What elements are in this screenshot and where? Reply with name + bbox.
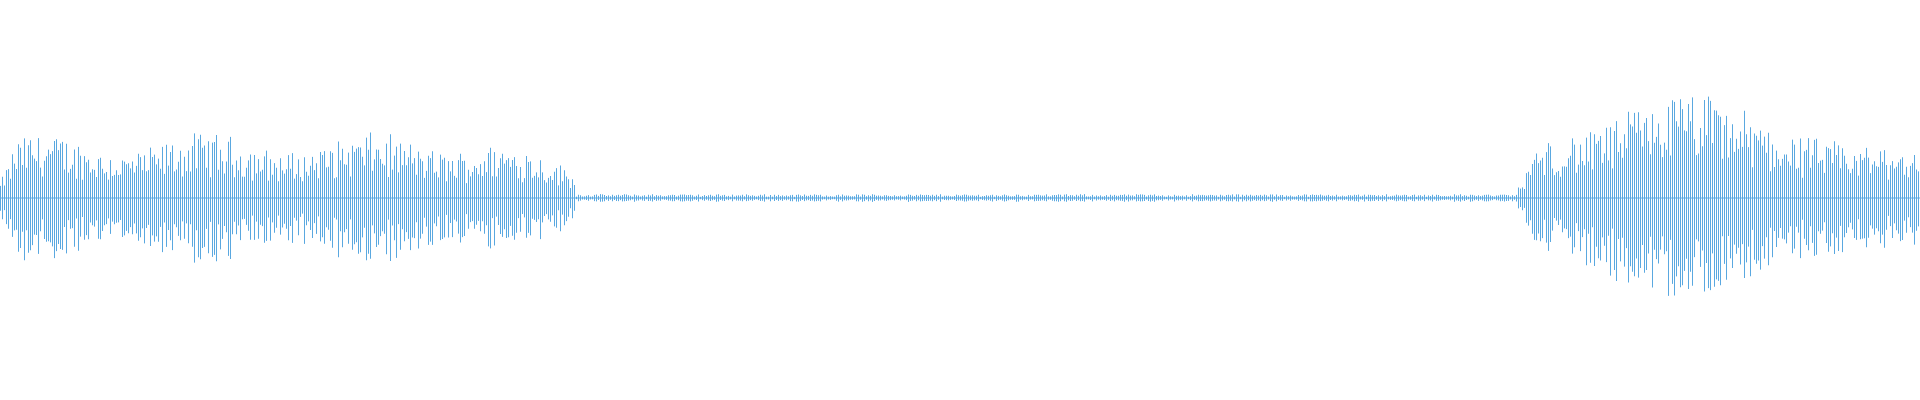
waveform-path: [0, 96, 1919, 296]
waveform-bars: [0, 96, 1920, 296]
